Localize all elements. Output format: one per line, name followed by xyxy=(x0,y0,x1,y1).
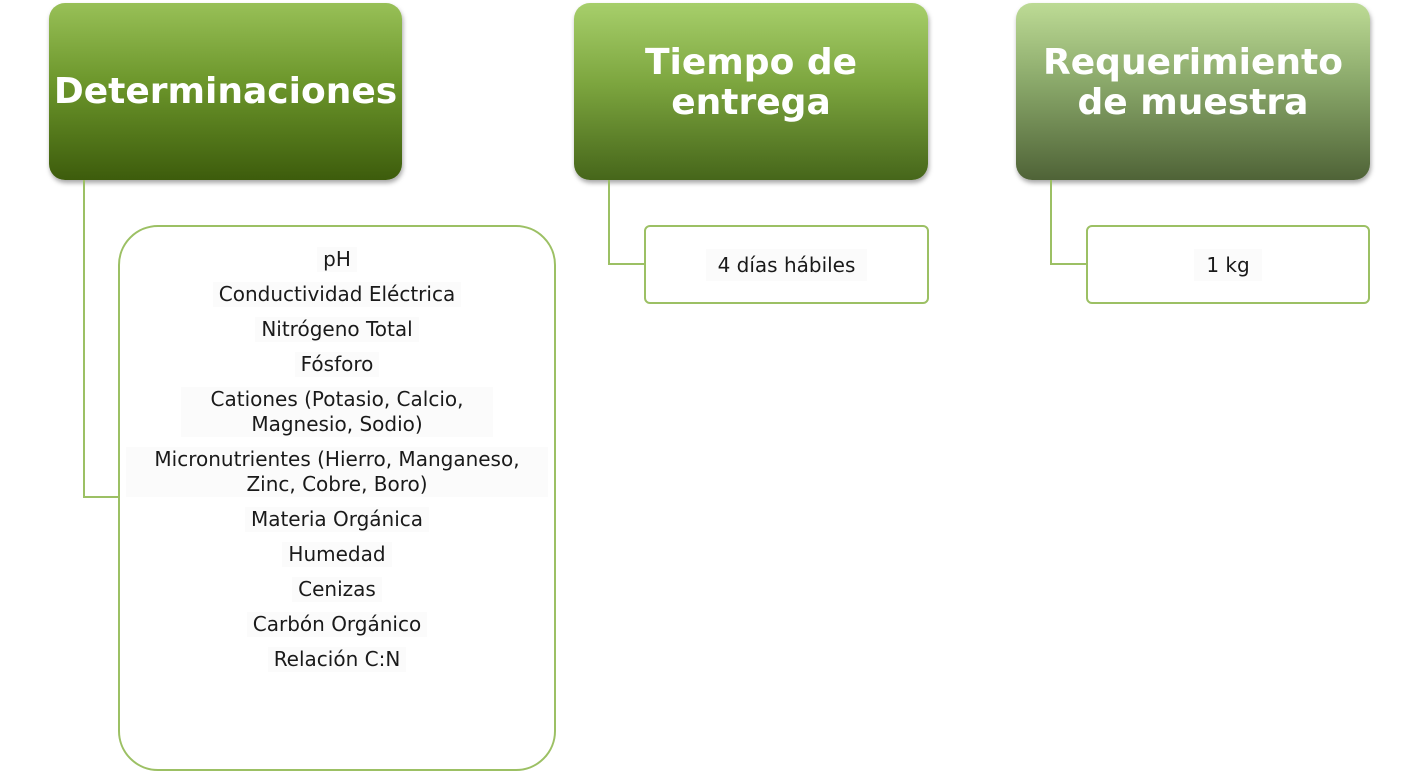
header-determinaciones: Determinaciones xyxy=(49,3,402,180)
tiempo-de-entrega-value: 4 días hábiles xyxy=(705,248,868,281)
requerimiento-de-muestra-value: 1 kg xyxy=(1194,248,1262,281)
list-item: Nitrógeno Total xyxy=(255,317,419,342)
determinaciones-list: pH Conductividad Eléctrica Nitrógeno Tot… xyxy=(120,247,554,682)
requerimiento-de-muestra-box: 1 kg xyxy=(1086,225,1370,304)
header-tiempo-de-entrega: Tiempo de entrega xyxy=(574,3,928,180)
list-item: Cationes (Potasio, Calcio, Magnesio, Sod… xyxy=(181,387,493,437)
header-requerimiento-de-muestra: Requerimiento de muestra xyxy=(1016,3,1370,180)
list-item: Micronutrientes (Hierro, Manganeso, Zinc… xyxy=(126,447,548,497)
connector-line xyxy=(1050,180,1088,265)
list-item: Fósforo xyxy=(294,352,380,377)
list-item: pH xyxy=(317,247,357,272)
determinaciones-list-box: pH Conductividad Eléctrica Nitrógeno Tot… xyxy=(118,225,556,771)
header-title: Determinaciones xyxy=(53,70,398,112)
list-item: Materia Orgánica xyxy=(244,507,430,532)
list-item: Humedad xyxy=(282,542,392,567)
list-item: Relación C:N xyxy=(267,647,407,672)
connector-line xyxy=(608,180,646,265)
connector-line xyxy=(83,180,120,498)
list-item: Carbón Orgánico xyxy=(246,612,428,637)
list-item: Cenizas xyxy=(292,577,382,602)
header-title: Requerimiento de muestra xyxy=(1043,41,1343,123)
tiempo-de-entrega-box: 4 días hábiles xyxy=(644,225,929,304)
header-title: Tiempo de entrega xyxy=(644,41,858,123)
list-item: Conductividad Eléctrica xyxy=(212,282,462,307)
